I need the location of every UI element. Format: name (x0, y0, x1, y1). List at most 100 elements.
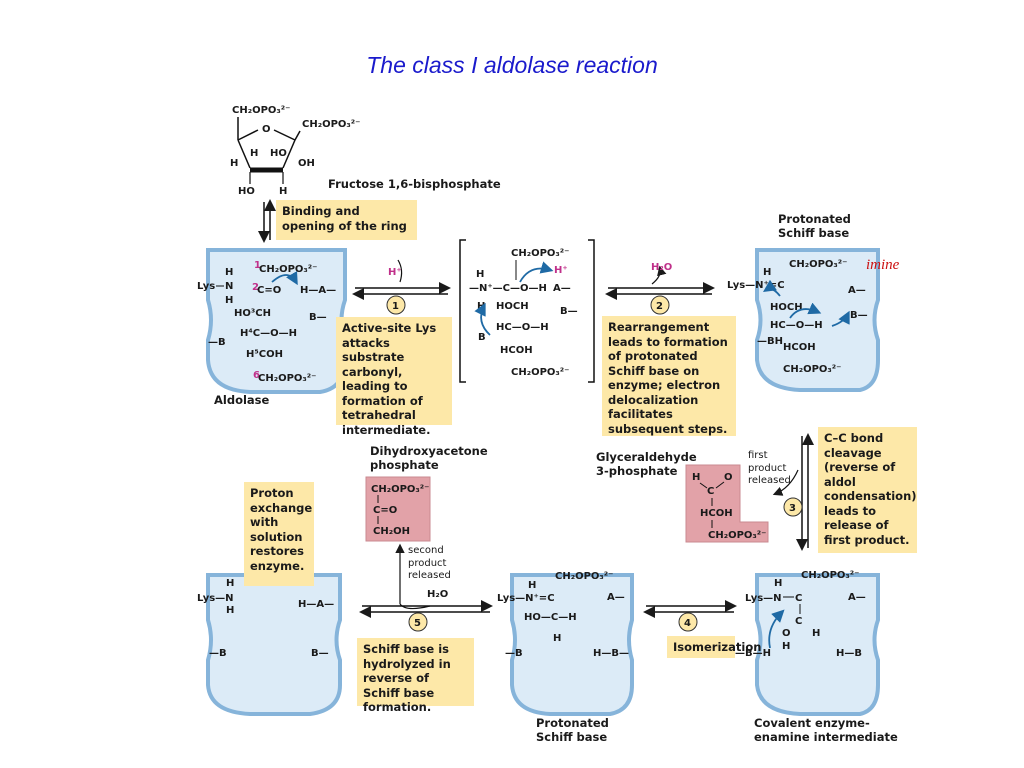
step-1-number: 1 (392, 301, 399, 312)
aldolase-substrate: H Lys N H 1 CH₂OPO₃²⁻ 2 C=O HO³CH H⁴C—O—… (197, 260, 336, 384)
svg-text:—B: —B (505, 648, 523, 659)
svg-text:Lys: Lys (197, 281, 215, 292)
svg-text:B—: B— (560, 306, 578, 317)
svg-text:H: H (230, 158, 238, 169)
svg-text:CH₂OPO₃²⁻: CH₂OPO₃²⁻ (259, 264, 317, 275)
proton-exchange-box: Proton exchange with solution restores e… (244, 482, 314, 586)
svg-text:CH₂OPO₃²⁻: CH₂OPO₃²⁻ (302, 119, 360, 130)
svg-text:—B—H: —B—H (735, 648, 771, 659)
svg-text:H: H (782, 641, 790, 652)
svg-text:H: H (812, 628, 820, 639)
g3p-label: Glyceraldehyde 3-phosphate (596, 450, 697, 478)
svg-text:HCOH: HCOH (500, 345, 533, 356)
svg-text:A—: A— (848, 592, 866, 603)
step-4-number: 4 (684, 618, 691, 629)
step5-arrows (359, 543, 493, 618)
svg-text:H: H (250, 148, 258, 159)
svg-text:H: H (226, 578, 234, 589)
step2-box: Rearrangement leads to formation of prot… (602, 316, 736, 436)
svg-text:Lys—N⁺=C: Lys—N⁺=C (727, 280, 785, 291)
svg-text:HO: HO (238, 186, 255, 197)
svg-text:B—: B— (850, 310, 868, 321)
svg-text:H: H (763, 267, 771, 278)
binding-box: Binding and opening of the ring (276, 200, 417, 240)
svg-text:HOCH: HOCH (496, 301, 529, 312)
svg-text:CH₂OPO₃²⁻: CH₂OPO₃²⁻ (555, 571, 613, 582)
svg-text:HO—C—H: HO—C—H (524, 612, 577, 623)
step4-arrows (643, 600, 737, 618)
page-title: The class I aldolase reaction (366, 52, 658, 78)
tetrahedral-intermediate: CH₂OPO₃²⁻ H —N⁺—C—O—H H HOCH HC—O—H B HC… (459, 239, 595, 383)
svg-text:H: H (528, 580, 536, 591)
svg-text:A—: A— (553, 283, 571, 294)
step-3-number: 3 (789, 503, 796, 514)
step2-arrows (605, 265, 715, 300)
g3p-structure: H C O HCOH CH₂OPO₃²⁻ (685, 464, 769, 543)
svg-text:HCOH: HCOH (700, 508, 733, 519)
svg-text:HCOH: HCOH (783, 342, 816, 353)
fbp-label: Fructose 1,6-bisphosphate (328, 177, 501, 191)
svg-text:HO³CH: HO³CH (234, 308, 271, 319)
svg-text:H—B: H—B (836, 648, 862, 659)
svg-text:H—A—: H—A— (300, 285, 336, 296)
svg-text:CH₂OPO₃²⁻: CH₂OPO₃²⁻ (511, 367, 569, 378)
water-bottom-label: H₂O (427, 589, 448, 600)
binding-arrows (258, 199, 276, 243)
step1-arrows (352, 259, 451, 300)
water-top-label: H₂O (651, 262, 672, 273)
svg-text:H⁴C—O—H: H⁴C—O—H (240, 328, 297, 339)
svg-text:C: C (795, 593, 802, 604)
svg-text:Lys—N: Lys—N (745, 593, 782, 604)
svg-text:H: H (774, 578, 782, 589)
svg-text:CH₂OPO₃²⁻: CH₂OPO₃²⁻ (801, 570, 859, 581)
protonated-schiff-bottom-label: Protonated Schiff base (536, 716, 609, 744)
svg-text:OH: OH (298, 158, 315, 169)
svg-text:H—B—: H—B— (593, 648, 629, 659)
proton-label: H⁺ (388, 267, 402, 278)
dhap-label: Dihydroxyacetone phosphate (370, 444, 488, 472)
enzyme-pocket-protonated-schiff-bottom (510, 573, 634, 716)
svg-text:CH₂OPO₃²⁻: CH₂OPO₃²⁻ (258, 373, 316, 384)
svg-text:—B: —B (209, 648, 227, 659)
protonated-schiff-top-label: Protonated Schiff base (778, 212, 851, 240)
protonated-schiff-base-bottom: CH₂OPO₃²⁻ H Lys—N⁺=C HO—C—H H A— —B H—B— (497, 571, 629, 659)
svg-text:—BH: —BH (757, 336, 783, 347)
svg-text:HC—O—H: HC—O—H (496, 322, 549, 333)
enzyme-pocket-enamine (755, 573, 880, 716)
restored-enzyme: H Lys—N H H—A— —B B— (197, 578, 334, 659)
svg-text:H: H (476, 269, 484, 280)
svg-text:H—A—: H—A— (298, 599, 334, 610)
svg-text:A—: A— (607, 592, 625, 603)
svg-text:H: H (226, 605, 234, 616)
second-product-label: second product released (408, 545, 451, 581)
step3-arrows (772, 433, 814, 551)
svg-text:O: O (782, 628, 791, 639)
svg-text:H: H (553, 633, 561, 644)
svg-text:CH₂OH: CH₂OH (373, 526, 410, 537)
svg-text:H⁺: H⁺ (554, 265, 568, 276)
svg-text:H: H (225, 295, 233, 306)
svg-text:N: N (225, 281, 233, 292)
svg-text:B—: B— (311, 648, 329, 659)
step1-box: Active-site Lys attacks substrate carbon… (336, 317, 452, 437)
svg-text:Lys—N: Lys—N (197, 593, 234, 604)
step-5-number: 5 (414, 618, 421, 629)
step4-box: Isomerization (667, 636, 761, 658)
enamine-label: Covalent enzyme- enamine intermediate (754, 716, 898, 744)
svg-text:H: H (225, 267, 233, 278)
svg-text:—N⁺—C—O—H: —N⁺—C—O—H (469, 283, 547, 294)
svg-text:—B: —B (208, 337, 226, 348)
svg-text:H: H (692, 472, 700, 483)
svg-text:CH₂OPO₃²⁻: CH₂OPO₃²⁻ (789, 259, 847, 270)
svg-text:C=O: C=O (257, 285, 281, 296)
svg-text:O: O (262, 124, 271, 135)
imine-annotation: imine (866, 257, 900, 273)
svg-text:6: 6 (253, 370, 260, 381)
svg-text:C: C (795, 616, 802, 627)
svg-text:CH₂OPO₃²⁻: CH₂OPO₃²⁻ (783, 364, 841, 375)
svg-text:HOCH: HOCH (770, 302, 803, 313)
svg-text:C: C (707, 486, 714, 497)
step5-box: Schiff base is hydrolyzed in reverse of … (357, 638, 474, 714)
